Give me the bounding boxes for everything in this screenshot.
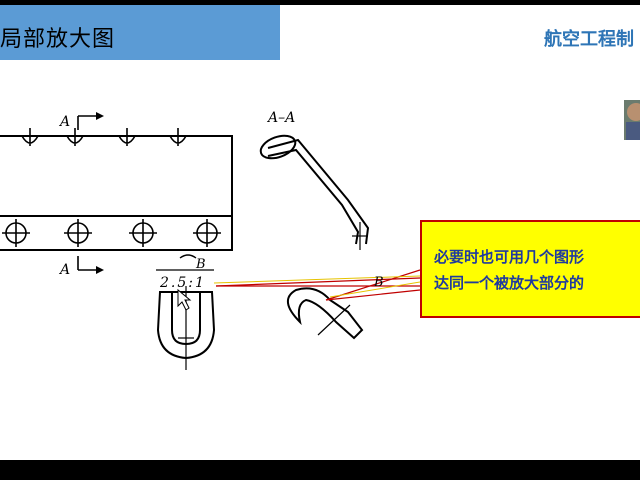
section-arrow-bottom: [77, 256, 96, 271]
presenter-avatar: [624, 100, 640, 140]
detail-scale: 2.5:1: [159, 275, 206, 291]
section-view-label: A–A: [266, 110, 295, 126]
callout-line-1: 必要时也可用几个图形: [434, 248, 585, 266]
section-aa-view: [259, 134, 370, 250]
callout-line-2: 达同一个被放大部分的: [434, 274, 585, 292]
callout-box: 必要时也可用几个图形 达同一个被放大部分的: [420, 220, 640, 318]
header-title-bar: 局部放大图: [0, 5, 280, 60]
mouse-cursor-icon: [177, 288, 192, 311]
section-arrow-bottom-head: [96, 266, 104, 274]
bottom-black-bar: [0, 460, 640, 480]
section-arrow-top-head: [96, 112, 104, 120]
section-arrow-top: [77, 115, 96, 130]
detail-label-main: B: [373, 275, 384, 290]
plate-outline: [0, 135, 233, 251]
section-label-bottom: A: [58, 262, 70, 278]
tab-marks: [21, 128, 187, 146]
top-black-bar: [0, 0, 640, 5]
detail-b-view: [156, 254, 216, 370]
callout-leaders-yellow: [213, 275, 421, 298]
header-course-bar: 航空工程制: [280, 5, 640, 60]
detail-label-small: B: [195, 257, 206, 272]
section-label-top: A: [58, 114, 70, 130]
callout-leaders: [215, 269, 421, 301]
slide-title: 局部放大图: [0, 27, 116, 52]
hole-marks: [2, 219, 221, 247]
course-title: 航空工程制: [544, 29, 634, 50]
detail-b-hook: [287, 287, 364, 340]
